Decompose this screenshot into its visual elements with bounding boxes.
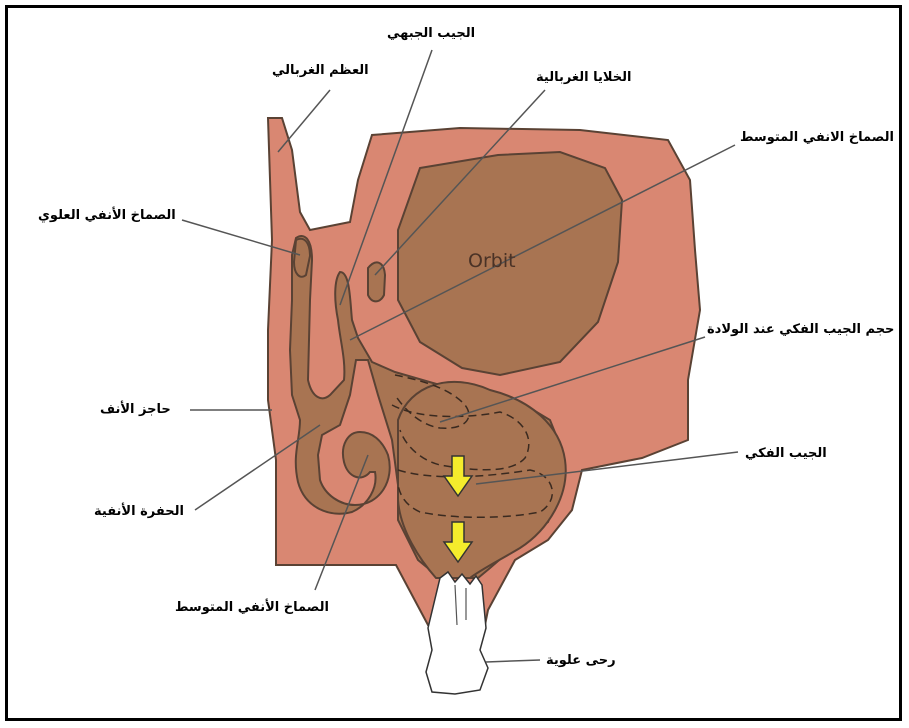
label-birth-maxillary-volume: حجم الجيب الفكي عند الولادة bbox=[707, 322, 894, 337]
label-inferior-middle-meatus: الصماخ الأنفي المتوسط bbox=[175, 600, 329, 615]
leader-upper-molar bbox=[486, 660, 540, 662]
label-ethmoid-cells: الخلايا الغربالية bbox=[536, 70, 631, 85]
label-middle-meatus: الصماخ الانفي المتوسط bbox=[740, 130, 894, 145]
label-upper-molar: رحى علوية bbox=[546, 653, 616, 668]
label-ethmoid-bone: العظم الغربالي bbox=[272, 63, 369, 78]
leader-ethmoid-bone bbox=[278, 90, 330, 152]
orbit-label: Orbit bbox=[468, 250, 516, 272]
superior-meatus-shape bbox=[294, 239, 310, 277]
label-nasal-septum: حاجز الأنف bbox=[100, 402, 171, 417]
label-superior-meatus: الصماخ الأنفي العلوي bbox=[38, 208, 176, 223]
ethmoid-cell-shape bbox=[368, 262, 385, 301]
label-frontal-sinus: الجيب الجبهي bbox=[387, 26, 475, 41]
label-maxillary-sinus: الجيب الفكي bbox=[745, 446, 827, 461]
label-nasal-cavity: الحفرة الأنفية bbox=[94, 504, 184, 519]
